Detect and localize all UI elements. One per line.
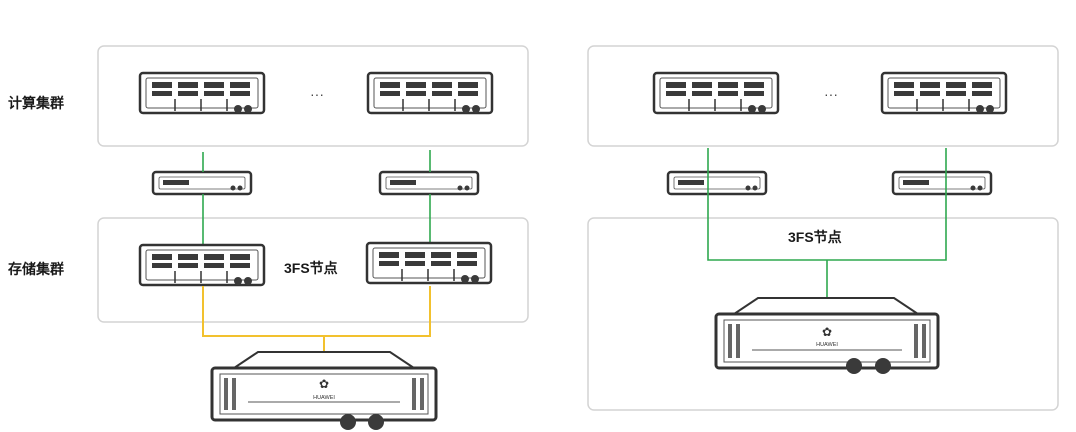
huawei-brand-right: HUAWEI xyxy=(816,342,838,348)
huawei-brand-left: HUAWEI xyxy=(313,395,335,401)
link-fs-nodes-storage-array xyxy=(202,286,431,337)
compute-cluster-panel-left xyxy=(97,45,529,147)
fs-node-server-left-1 xyxy=(138,243,266,287)
compute-cluster-label: 计算集群 xyxy=(8,95,64,111)
network-switch-right-2 xyxy=(891,170,993,196)
compute-cluster-panel-right xyxy=(587,45,1059,147)
fs-nodes-label-right: 3FS节点 xyxy=(788,229,842,245)
ellipsis-left: ··· xyxy=(310,86,324,102)
huawei-logo-icon-right: ✿ xyxy=(822,325,832,339)
network-switch-right-1 xyxy=(666,170,768,196)
fs-nodes-label-left: 3FS节点 xyxy=(284,260,338,276)
huawei-storage-array-left: ✿ HUAWEI xyxy=(210,351,438,430)
ellipsis-right: ··· xyxy=(824,86,838,102)
compute-server-right-1 xyxy=(652,71,780,115)
network-switch-left-2 xyxy=(378,170,480,196)
fs-node-server-left-2 xyxy=(365,241,493,285)
compute-server-right-2 xyxy=(880,71,1008,115)
huawei-storage-array-right: ✿ HUAWEI xyxy=(714,297,940,374)
huawei-logo-icon-left: ✿ xyxy=(319,377,329,391)
network-switch-left-1 xyxy=(151,170,253,196)
compute-server-left-1 xyxy=(138,71,266,115)
storage-cluster-label: 存储集群 xyxy=(8,261,64,277)
compute-server-left-2 xyxy=(366,71,494,115)
